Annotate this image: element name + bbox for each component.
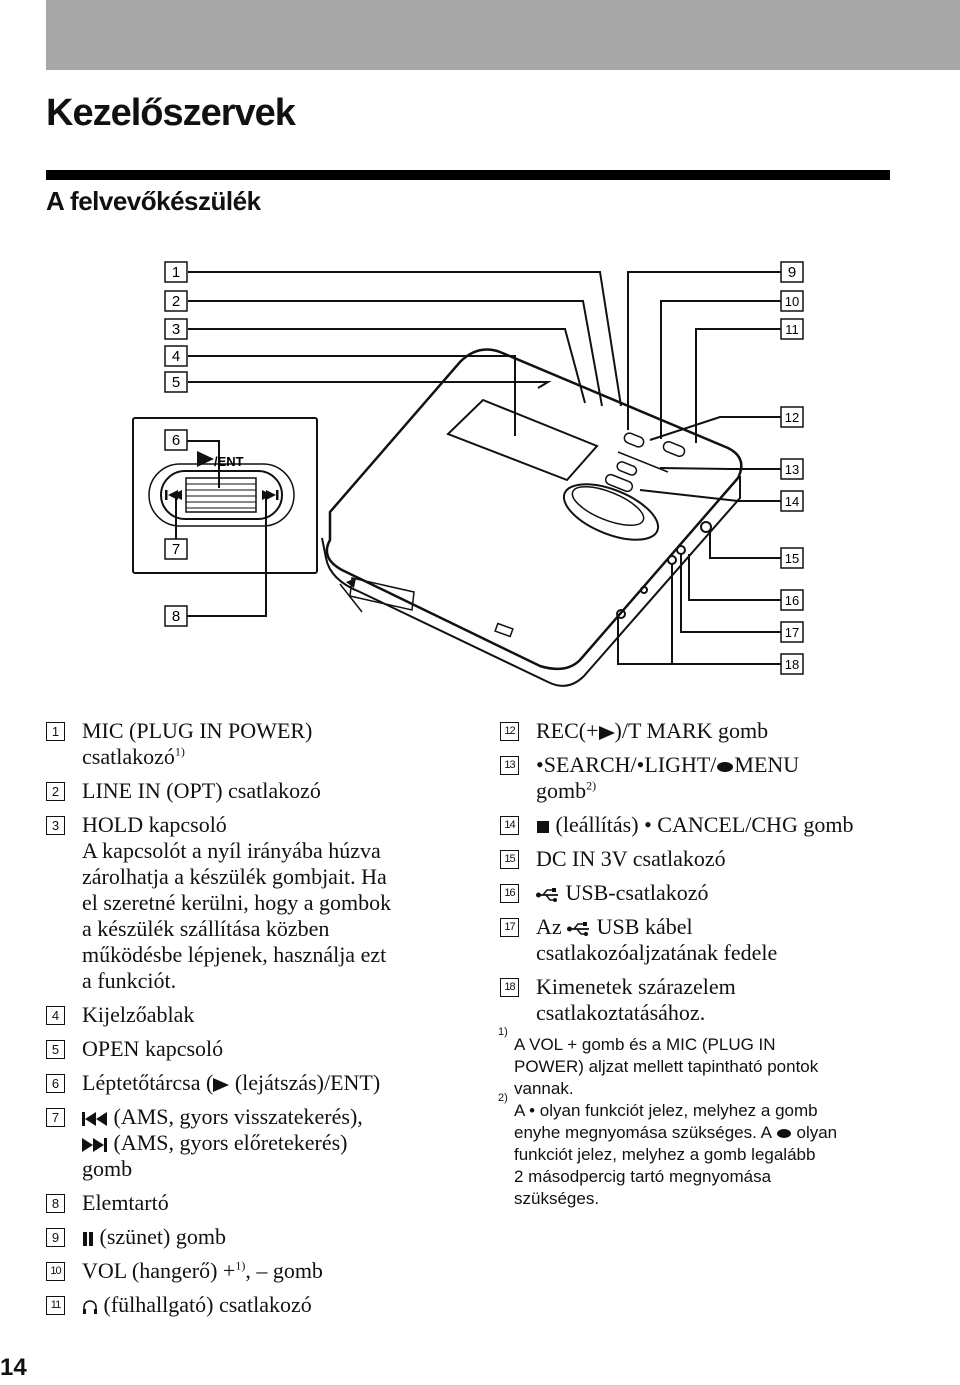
svg-text:16: 16 (785, 593, 799, 608)
list-item: 2 LINE IN (OPT) csatlakozó (46, 778, 446, 804)
list-item: 8 Elemtartó (46, 1190, 446, 1216)
list-item: 5 OPEN kapcsoló (46, 1036, 446, 1062)
list-item: 6 Léptetőtárcsa ( (lejátszás)/ENT) (46, 1070, 446, 1096)
callout-8: 8 (164, 605, 188, 627)
list-item: 3 HOLD kapcsoló A kapcsolót a nyíl irány… (46, 812, 446, 994)
callout-4: 4 (164, 345, 188, 367)
list-item: 7 (AMS, gyors visszatekerés), (AMS, gyor… (46, 1104, 446, 1182)
callout-1: 1 (164, 261, 188, 283)
next-track-icon (82, 1137, 107, 1152)
list-item: 17 Az USB kábel csatlakozóaljzatának fed… (500, 914, 910, 966)
callout-13: 13 (780, 458, 804, 480)
list-item: 1 MIC (PLUG IN POWER) csatlakozó1) (46, 718, 446, 770)
svg-text:10: 10 (785, 294, 799, 309)
callout-6: 6 (164, 429, 188, 451)
inset-play-icon (197, 451, 214, 467)
callout-5: 5 (164, 371, 188, 393)
svg-text:18: 18 (785, 657, 799, 672)
display-window (446, 398, 599, 482)
svg-text:6: 6 (172, 432, 180, 449)
page-title: Kezelőszervek (46, 92, 296, 134)
play-icon (213, 1077, 230, 1092)
item-number: 1 (46, 722, 65, 741)
long-press-icon (717, 761, 734, 772)
svg-text:1: 1 (172, 264, 180, 281)
callout-16: 16 (780, 589, 804, 611)
svg-text:11: 11 (785, 322, 799, 337)
prev-track-icon (82, 1111, 107, 1126)
svg-text:5: 5 (172, 374, 180, 391)
svg-text:8: 8 (172, 608, 180, 625)
list-item: 11 (fülhallgató) csatlakozó (46, 1292, 446, 1318)
list-item: 10 VOL (hangerő) +1), – gomb (46, 1258, 446, 1284)
callout-3: 3 (164, 318, 188, 340)
section-rule (46, 170, 890, 180)
list-item: 18 Kimenetek szárazelem csatlakoztatásáh… (500, 974, 910, 1026)
list-item: 16 USB-csatlakozó (500, 880, 910, 906)
stop-icon (537, 820, 549, 833)
callout-18: 18 (780, 653, 804, 675)
svg-text:9: 9 (788, 264, 796, 281)
section-subtitle: A felvevőkészülék (46, 186, 261, 216)
callout-2: 2 (164, 290, 188, 312)
svg-text:17: 17 (785, 625, 799, 640)
list-item: 13 •SEARCH/•LIGHT/MENU gomb2) (500, 752, 910, 804)
callout-7: 7 (164, 538, 188, 560)
list-item: 9 (szünet) gomb (46, 1224, 446, 1250)
list-item: 12 REC(+)/T MARK gomb (500, 718, 910, 744)
svg-text:12: 12 (785, 410, 799, 425)
svg-text:7: 7 (172, 541, 180, 558)
footnote: 2) A • olyan funkciót jelez, melyhez a g… (498, 1092, 838, 1209)
callout-15: 15 (780, 547, 804, 569)
callout-11: 11 (780, 318, 804, 340)
callout-9: 9 (780, 261, 804, 283)
usb-icon (536, 887, 558, 902)
callout-14: 14 (780, 490, 804, 512)
play-icon (598, 725, 615, 740)
callout-10: 10 (780, 290, 804, 312)
usb-icon (567, 921, 590, 936)
inset-frame (132, 417, 318, 574)
right-column: 12 REC(+)/T MARK gomb 13 •SEARCH/•LIGHT/… (498, 718, 910, 1210)
headphones-icon (83, 1300, 97, 1314)
svg-text:15: 15 (785, 551, 799, 566)
page-number: 14 (0, 1354, 27, 1381)
left-column: 1 MIC (PLUG IN POWER) csatlakozó1) 2 LIN… (46, 718, 446, 1326)
list-item: 15 DC IN 3V csatlakozó (500, 846, 910, 872)
pause-icon (83, 1231, 93, 1246)
list-item: 4 Kijelzőablak (46, 1002, 446, 1028)
inset-jog-dial (160, 470, 283, 520)
callout-17: 17 (780, 621, 804, 643)
svg-text:3: 3 (172, 321, 180, 338)
footnote: 1) A VOL + gomb és a MIC (PLUG IN POWER)… (498, 1026, 819, 1099)
svg-text:2: 2 (172, 293, 180, 310)
list-item: 14 (leállítás) • CANCEL/CHG gomb (500, 812, 910, 838)
header-bar (46, 0, 960, 70)
device-top (325, 348, 743, 671)
inset-ent-label: /ENT (214, 454, 244, 469)
svg-text:4: 4 (172, 348, 180, 365)
svg-text:13: 13 (785, 462, 799, 477)
svg-text:14: 14 (785, 494, 799, 509)
callout-12: 12 (780, 406, 804, 428)
long-press-icon (776, 1129, 791, 1139)
